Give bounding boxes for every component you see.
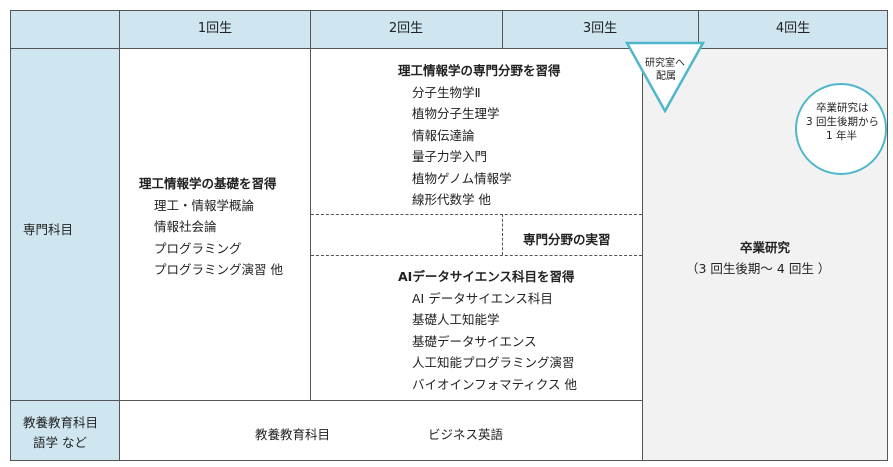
header-divider xyxy=(10,48,888,49)
col-divider-research xyxy=(642,49,643,461)
list-item: 理工・情報学概論 xyxy=(154,197,255,213)
graduation-research-title: 卒業研究 xyxy=(740,240,791,255)
specialized-course-block: 理工情報学の専門分野を習得 分子生物学Ⅱ 植物分子生理学 情報伝達論 量子力学入… xyxy=(398,60,561,211)
row-label-general-line2: 語学 など xyxy=(33,435,87,450)
border-bottom xyxy=(10,460,888,461)
list-item: 情報社会論 xyxy=(154,219,217,234)
list-item: プログラミング演習 他 xyxy=(154,262,283,277)
dashed-divider-vertical xyxy=(502,214,503,255)
col-divider-3-4-header xyxy=(698,10,699,49)
header-year2: 2回生 xyxy=(388,21,424,36)
list-item: 分子生物学Ⅱ xyxy=(412,84,481,100)
header-year1: 1回生 xyxy=(197,21,233,36)
border-left xyxy=(10,10,11,461)
border-top xyxy=(10,10,888,11)
dashed-divider-upper xyxy=(311,214,642,215)
general-course-1: 教養教育科目 xyxy=(255,427,331,442)
ai-title: AIデータサイエンス科目を習得 xyxy=(398,269,575,284)
row-label-specialized: 専門科目 xyxy=(23,222,74,237)
list-item: 線形代数学 他 xyxy=(412,192,491,207)
graduation-research-period: （3 回生後期〜 4 回生 ） xyxy=(686,261,831,276)
list-item: AI データサイエンス科目 xyxy=(412,290,553,306)
row-divider-general xyxy=(10,400,643,401)
ai-course-block: AIデータサイエンス科目を習得 AI データサイエンス科目 基礎人工知能学 基礎… xyxy=(398,266,577,395)
list-item: 人工知能プログラミング演習 xyxy=(412,355,575,370)
specialized-title: 理工情報学の専門分野を習得 xyxy=(398,63,561,78)
general-course-2: ビジネス英語 xyxy=(428,427,504,442)
header-year3: 3回生 xyxy=(582,21,618,36)
lab-assignment-line2: 配属 xyxy=(656,71,676,82)
list-item: 基礎データサイエンス xyxy=(412,333,537,349)
row-label-general-line1: 教養教育科目 xyxy=(23,415,99,430)
circle-line1: 卒業研究は xyxy=(816,102,869,114)
list-item: プログラミング xyxy=(154,240,242,256)
col-divider-label xyxy=(119,10,120,461)
border-right xyxy=(887,10,888,461)
circle-line3: 1 年半 xyxy=(826,130,858,142)
list-item: バイオインフォマティクス 他 xyxy=(412,376,577,392)
year1-title: 理工情報学の基礎を習得 xyxy=(139,176,277,191)
circle-line2: 3 回生後期から xyxy=(806,116,880,128)
list-item: 基礎人工知能学 xyxy=(412,312,500,327)
year1-course-block: 理工情報学の基礎を習得 理工・情報学概論 情報社会論 プログラミング プログラミ… xyxy=(139,173,283,281)
lab-assignment-line1: 研究室へ xyxy=(645,58,685,69)
list-item: 植物ゲノム情報学 xyxy=(412,170,512,186)
lab-assignment-triangle-icon xyxy=(625,41,705,113)
header-year4: 4回生 xyxy=(775,21,811,36)
row-label-column-bg xyxy=(10,49,120,461)
col-divider-1-2 xyxy=(310,10,311,400)
dashed-divider-lower xyxy=(311,255,642,256)
research-duration-circle xyxy=(795,83,887,175)
col-divider-2-3-header xyxy=(502,10,503,49)
header-row-bg xyxy=(10,10,888,49)
list-item: 植物分子生理学 xyxy=(412,106,500,121)
list-item: 量子力学入門 xyxy=(412,149,488,164)
list-item: 情報伝達論 xyxy=(412,127,475,143)
practice-label: 専門分野の実習 xyxy=(523,232,611,247)
